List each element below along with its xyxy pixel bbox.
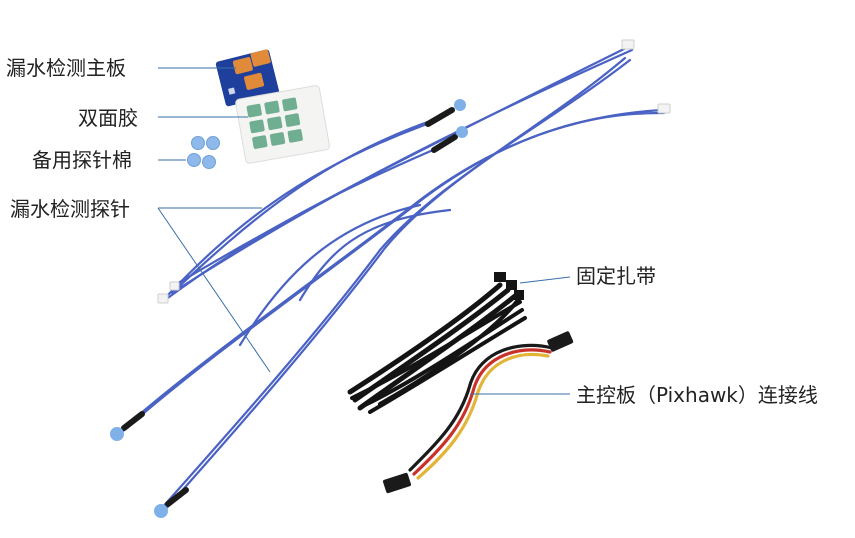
pixhawk-cable — [382, 331, 574, 494]
label-tape: 双面胶 — [78, 106, 138, 130]
wire-connectors — [157, 39, 671, 304]
leader-lines — [157, 67, 571, 395]
double-sided-tape — [235, 85, 330, 164]
probe-tips — [110, 99, 468, 518]
label-leak-board: 漏水检测主板 — [6, 56, 126, 80]
probe-tip-icon — [154, 504, 168, 518]
label-pixhawk-cable: 主控板（Pixhawk）连接线 — [576, 383, 818, 407]
probe-tip-icon — [454, 99, 466, 111]
probe-tip-icon — [456, 126, 468, 138]
spare-cotton-tips — [187, 136, 220, 169]
probe-wires — [116, 45, 666, 513]
cable-plug-icon — [382, 472, 412, 494]
label-zip-ties: 固定扎带 — [576, 264, 656, 288]
label-leak-probe: 漏水检测探针 — [10, 197, 130, 221]
probe-tip-icon — [110, 427, 124, 441]
leak-board — [215, 49, 280, 107]
zip-ties — [347, 272, 527, 414]
label-spare-cotton: 备用探针棉 — [32, 148, 132, 172]
cable-plug-icon — [547, 331, 574, 352]
